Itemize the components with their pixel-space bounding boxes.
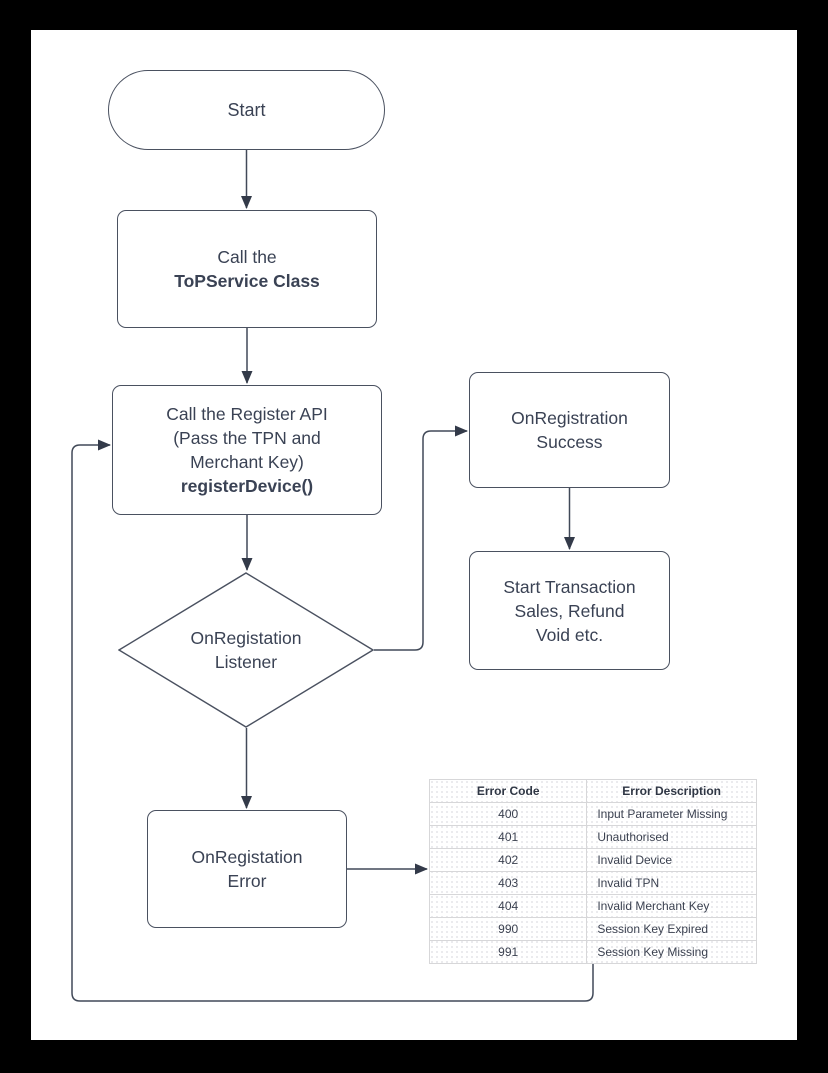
error-line2: Error — [227, 871, 267, 891]
error-description-cell: Session Key Expired — [586, 917, 757, 941]
arrow-listener-to-success — [374, 425, 468, 651]
error-description-header: Error Description — [586, 779, 757, 803]
error-description-cell: Session Key Missing — [586, 940, 757, 964]
table-row: 403 Invalid TPN — [428, 871, 757, 895]
diagram-canvas: Start Call the ToPService Class Call the… — [31, 30, 797, 1040]
error-description-cell: Invalid TPN — [586, 871, 757, 895]
error-code-cell: 403 — [428, 871, 588, 895]
flow-node-error: OnRegistation Error — [147, 810, 347, 928]
table-row: 990 Session Key Expired — [428, 917, 757, 941]
success-line1: OnRegistration — [511, 408, 628, 428]
table-row: 404 Invalid Merchant Key — [428, 894, 757, 918]
error-description-cell: Input Parameter Missing — [586, 802, 757, 826]
transaction-line1: Start Transaction — [503, 576, 636, 597]
flow-node-listener: OnRegistation Listener — [118, 572, 374, 728]
table-row: 400 Input Parameter Missing — [428, 802, 757, 826]
start-label: Start — [227, 100, 266, 120]
flow-node-start: Start — [108, 70, 385, 150]
listener-label: OnRegistation Listener — [118, 572, 374, 728]
topservice-line1: Call the — [217, 247, 277, 267]
error-code-cell: 991 — [428, 940, 588, 964]
flow-node-register: Call the Register API (Pass the TPN and … — [112, 385, 382, 515]
transaction-line3: Void etc. — [535, 624, 604, 645]
table-row: 991 Session Key Missing — [428, 940, 757, 964]
flow-node-transaction: Start Transaction Sales, Refund Void etc… — [469, 551, 670, 670]
error-code-cell: 400 — [428, 802, 588, 826]
error-description-cell: Invalid Merchant Key — [586, 894, 757, 918]
error-line1: OnRegistation — [191, 847, 303, 867]
listener-line1: OnRegistation — [190, 628, 302, 648]
success-line2: Success — [536, 432, 603, 452]
error-code-table: Error Code Error Description 400 Input P… — [428, 779, 757, 964]
table-row: 401 Unauthorised — [428, 825, 757, 849]
error-code-cell: 990 — [428, 917, 588, 941]
error-description-cell: Unauthorised — [586, 825, 757, 849]
flow-node-topservice: Call the ToPService Class — [117, 210, 377, 328]
flow-node-success: OnRegistration Success — [469, 372, 670, 488]
decision-diamond-shape — [118, 572, 374, 728]
error-code-cell: 402 — [428, 848, 588, 872]
error-code-cell: 404 — [428, 894, 588, 918]
table-row: 402 Invalid Device — [428, 848, 757, 872]
error-code-cell: 401 — [428, 825, 588, 849]
error-description-cell: Invalid Device — [586, 848, 757, 872]
register-line2: (Pass the TPN and — [173, 428, 321, 448]
transaction-line2: Sales, Refund — [514, 600, 625, 621]
register-line3: Merchant Key) — [190, 452, 304, 472]
listener-line2: Listener — [214, 652, 278, 672]
topservice-line2: ToPService Class — [174, 271, 320, 291]
register-line4: registerDevice() — [180, 476, 314, 496]
register-line1: Call the Register API — [166, 404, 328, 424]
error-code-header: Error Code — [428, 779, 588, 803]
error-table-header-row: Error Code Error Description — [428, 779, 757, 803]
